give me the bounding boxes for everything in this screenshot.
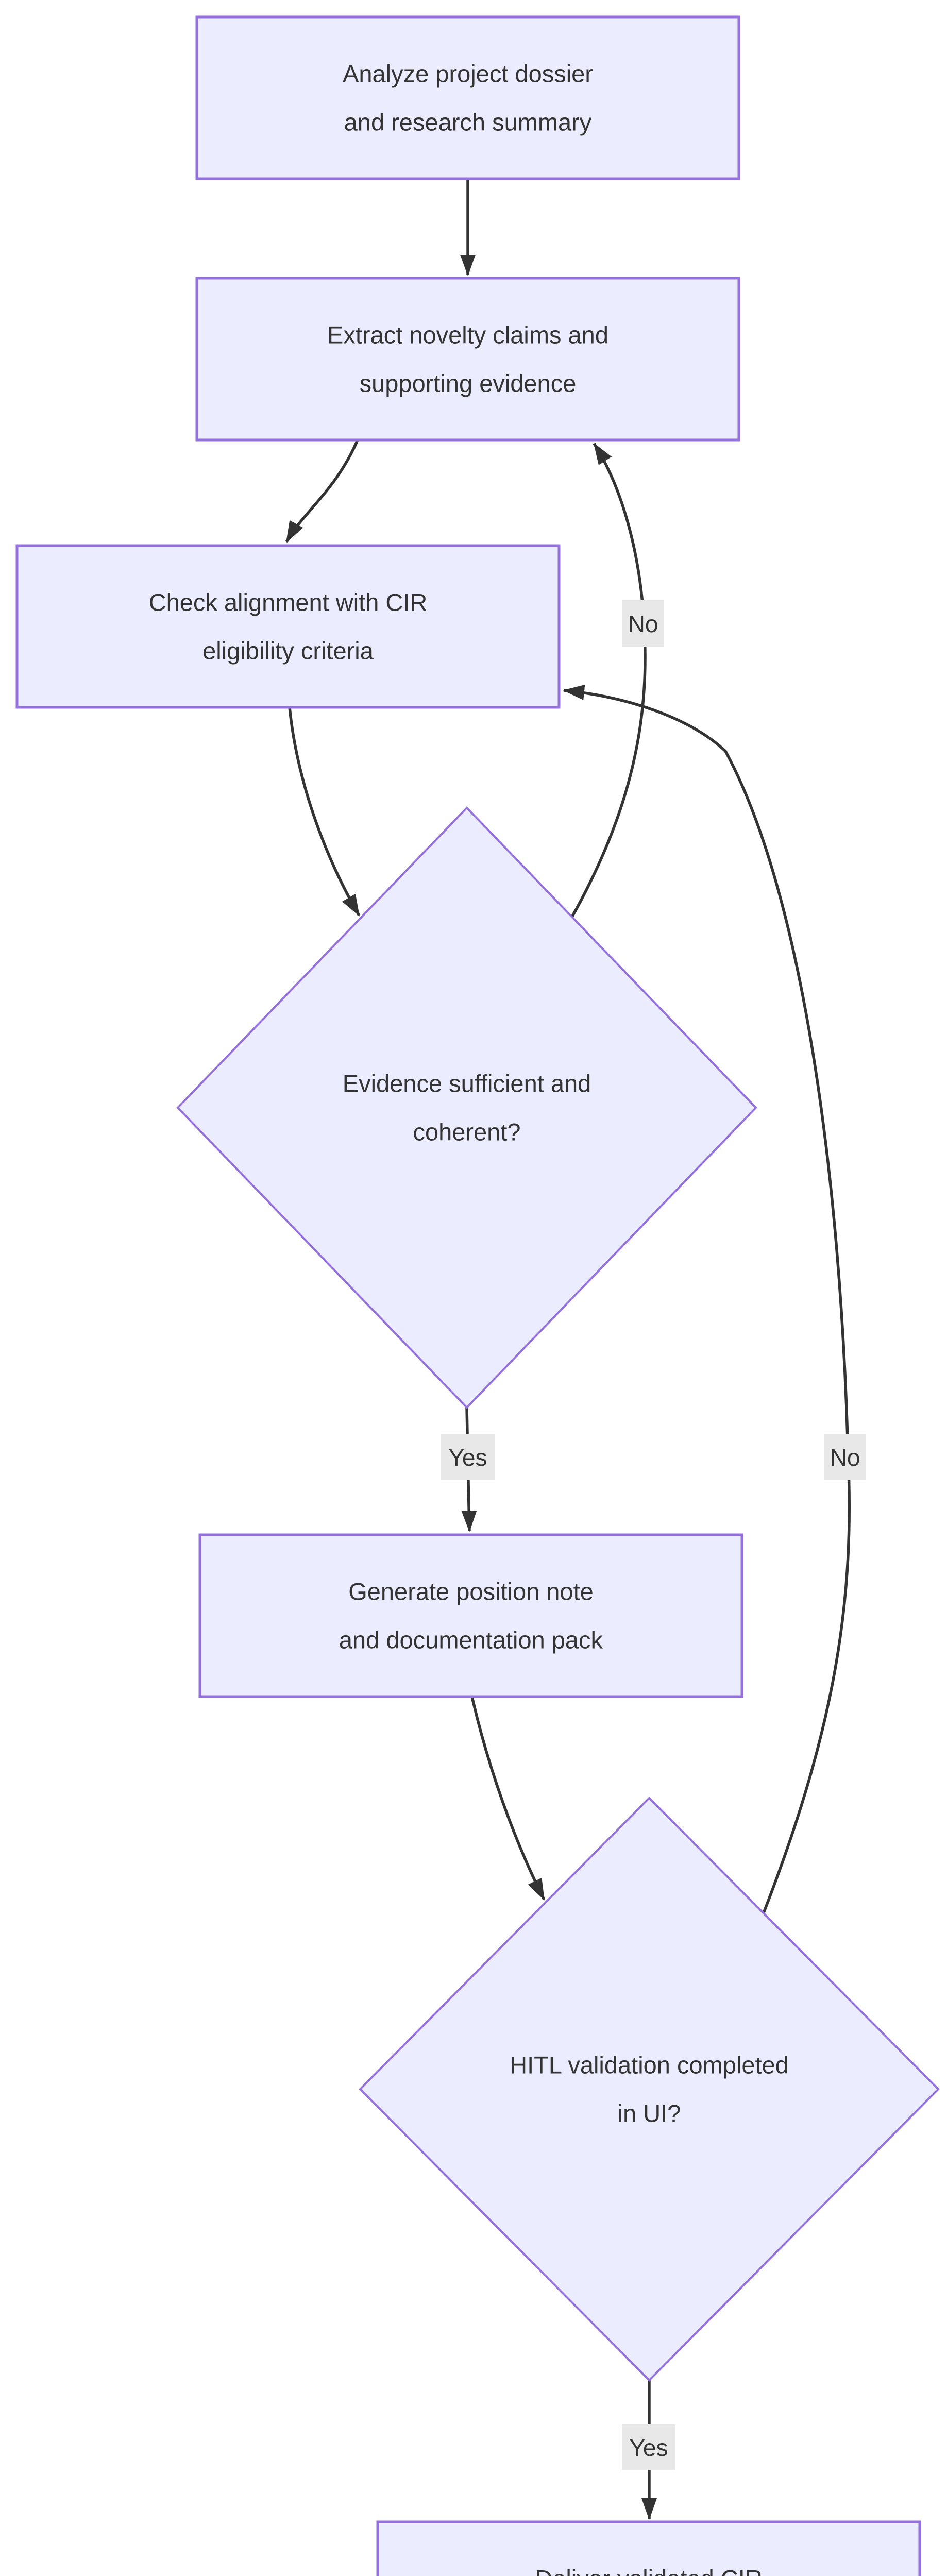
decision-evidence-sufficient-shape bbox=[176, 806, 757, 1409]
node-generate-position-note-box bbox=[198, 1533, 743, 1698]
node-check-alignment-line2: eligibility criteria bbox=[202, 637, 374, 665]
node-check-alignment-line1: Check alignment with CIR bbox=[149, 589, 428, 616]
node-extract-claims-line2: supporting evidence bbox=[360, 370, 577, 397]
node-analyze-dossier-box bbox=[195, 15, 740, 180]
node-check-alignment: Check alignment with CIR eligibility cri… bbox=[15, 544, 561, 709]
decision-evidence-sufficient-line2: coherent? bbox=[413, 1118, 520, 1146]
edge-label-bg bbox=[622, 2424, 675, 2470]
node-deliver-assessment-line1: Deliver validated CIR bbox=[535, 2565, 762, 2576]
decision-hitl-validation: HITL validation completed in UI? bbox=[359, 1797, 940, 2382]
edge-generate-to-hitl-decision bbox=[470, 1696, 546, 1901]
edge-check-to-evidence-decision bbox=[288, 707, 361, 917]
node-generate-position-note-line1: Generate position note bbox=[348, 1578, 594, 1605]
edge-label-text: No bbox=[628, 611, 658, 637]
decision-hitl-validation-shape bbox=[359, 1797, 940, 2382]
edge-hitl-no-to-check bbox=[563, 685, 851, 1913]
node-extract-claims-box bbox=[195, 277, 740, 442]
decision-evidence-sufficient-line1: Evidence sufficient and bbox=[343, 1070, 591, 1097]
edge-label-text: No bbox=[830, 1444, 860, 1471]
edge-labels: No Yes No Yes bbox=[441, 600, 866, 2470]
node-analyze-dossier: Analyze project dossier and research sum… bbox=[195, 15, 740, 180]
edge-label-text: Yes bbox=[448, 1444, 487, 1471]
node-check-alignment-box bbox=[15, 544, 561, 709]
edge-label-no-evidence: No bbox=[622, 600, 664, 647]
edge-label-bg bbox=[824, 1434, 866, 1480]
node-analyze-dossier-line1: Analyze project dossier bbox=[343, 60, 593, 88]
edge-label-text: Yes bbox=[629, 2434, 668, 2461]
node-extract-claims-line1: Extract novelty claims and bbox=[327, 321, 608, 349]
edge-label-no-hitl: No bbox=[824, 1434, 866, 1480]
node-generate-position-note: Generate position note and documentation… bbox=[198, 1533, 743, 1698]
edge-label-yes-hitl: Yes bbox=[622, 2424, 675, 2470]
edge-extract-to-check bbox=[285, 439, 359, 543]
edge-evidence-no-to-extract bbox=[570, 443, 647, 918]
nodes: Analyze project dossier and research sum… bbox=[15, 15, 940, 2576]
decision-hitl-validation-line2: in UI? bbox=[618, 2100, 681, 2127]
decision-evidence-sufficient: Evidence sufficient and coherent? bbox=[176, 806, 757, 1409]
edge-label-bg bbox=[441, 1434, 495, 1480]
node-extract-claims: Extract novelty claims and supporting ev… bbox=[195, 277, 740, 442]
node-deliver-assessment: Deliver validated CIR assessment and fil… bbox=[376, 2520, 921, 2576]
decision-hitl-validation-line1: HITL validation completed bbox=[510, 2052, 789, 2079]
edge-label-yes-evidence: Yes bbox=[441, 1434, 495, 1480]
node-generate-position-note-line2: and documentation pack bbox=[339, 1626, 603, 1654]
node-deliver-assessment-box bbox=[376, 2520, 921, 2576]
edge-label-bg bbox=[622, 600, 664, 647]
node-analyze-dossier-line2: and research summary bbox=[344, 109, 592, 136]
